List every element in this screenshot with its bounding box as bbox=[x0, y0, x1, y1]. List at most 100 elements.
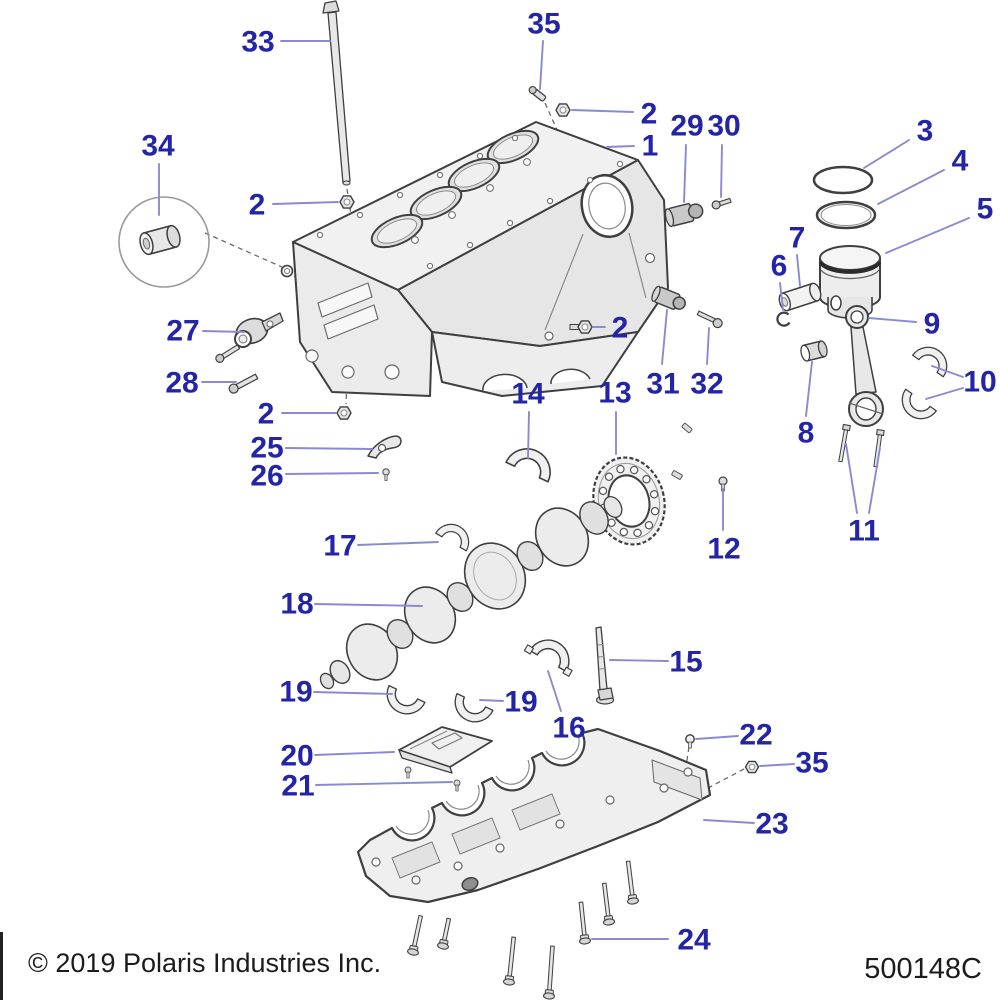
screw-21b bbox=[453, 779, 461, 792]
oil-nozzle-27 bbox=[215, 312, 284, 363]
callout-24: 24 bbox=[677, 924, 711, 957]
callout-10: 10 bbox=[963, 366, 996, 399]
thrust-bearing-16 bbox=[523, 631, 578, 677]
leader-line-1 bbox=[606, 145, 635, 148]
callout-23: 23 bbox=[755, 808, 788, 841]
callout-14: 14 bbox=[511, 378, 545, 411]
dowel-34-detail bbox=[118, 196, 294, 288]
piston-ring-4 bbox=[815, 200, 877, 230]
leader-line-32 bbox=[706, 327, 710, 365]
leader-lines bbox=[158, 40, 970, 940]
cylinder-block-drawing bbox=[292, 121, 669, 397]
leader-line-22 bbox=[695, 735, 739, 740]
page-edge-mark bbox=[0, 932, 3, 1000]
callout-2: 2 bbox=[249, 189, 266, 222]
leader-line-11 bbox=[845, 443, 858, 514]
callout-20: 20 bbox=[280, 740, 313, 773]
callout-30: 30 bbox=[707, 110, 740, 143]
callout-2: 2 bbox=[641, 98, 658, 131]
piston-5 bbox=[818, 245, 882, 319]
cylinder-bolt-33 bbox=[322, 0, 351, 186]
bolt-15 bbox=[595, 626, 615, 705]
leader-line-2 bbox=[571, 109, 634, 113]
leader-line-23 bbox=[703, 819, 755, 824]
sprocket-13 bbox=[592, 456, 666, 546]
leader-line-25 bbox=[285, 447, 373, 450]
rod-bearing-10b bbox=[894, 388, 937, 427]
main-bearing-19a bbox=[380, 684, 426, 721]
leader-line-20 bbox=[314, 751, 395, 756]
baffle-plate-20 bbox=[398, 726, 493, 774]
callout-18: 18 bbox=[280, 588, 313, 621]
leader-line-35 bbox=[539, 40, 544, 90]
clamp-25 bbox=[367, 435, 402, 459]
callout-19: 19 bbox=[279, 676, 312, 709]
leader-line-11 bbox=[868, 447, 881, 514]
callout-16: 16 bbox=[552, 712, 585, 745]
screw-26 bbox=[382, 468, 390, 481]
bolt-28 bbox=[228, 373, 259, 394]
leader-line-2 bbox=[272, 201, 339, 205]
crankshaft-18 bbox=[319, 496, 623, 690]
leader-line-26 bbox=[285, 472, 379, 475]
dowel-pin-small-a bbox=[681, 422, 693, 434]
leader-line-4 bbox=[877, 169, 945, 205]
nut-2-instances bbox=[336, 103, 593, 420]
crankcase-23 bbox=[356, 727, 712, 904]
callout-33: 33 bbox=[241, 26, 274, 59]
callout-6: 6 bbox=[771, 250, 788, 283]
callout-25: 25 bbox=[250, 432, 283, 465]
cylinder-bores bbox=[370, 129, 540, 249]
leader-line-19 bbox=[313, 691, 393, 695]
callout-9: 9 bbox=[924, 308, 941, 341]
dowel-pin-small-b bbox=[671, 470, 683, 480]
callout-21: 21 bbox=[281, 770, 314, 803]
leader-line-30 bbox=[720, 144, 723, 198]
callout-7: 7 bbox=[789, 222, 806, 255]
callout-4: 4 bbox=[952, 145, 969, 178]
sensor-31 bbox=[651, 285, 686, 310]
callout-35: 35 bbox=[527, 8, 560, 41]
leader-line-27 bbox=[202, 330, 245, 333]
sensor-29 bbox=[664, 203, 704, 228]
main-bearing-17 bbox=[435, 517, 476, 552]
leader-line-6 bbox=[779, 282, 784, 311]
leader-line-31 bbox=[661, 309, 668, 365]
stud-35 bbox=[528, 85, 547, 102]
leader-line-5 bbox=[885, 217, 970, 254]
callout-1: 1 bbox=[642, 130, 659, 163]
rod-bolts-11 bbox=[838, 423, 885, 468]
callout-2: 2 bbox=[258, 398, 275, 431]
rod-bushing-8 bbox=[800, 340, 828, 362]
crankcase-bolts-24 bbox=[407, 860, 640, 1000]
screw-21a bbox=[404, 766, 412, 779]
callout-13: 13 bbox=[598, 377, 631, 410]
leader-line-29 bbox=[683, 144, 687, 203]
callout-2: 2 bbox=[612, 312, 629, 345]
screw-12 bbox=[718, 476, 728, 492]
callout-35: 35 bbox=[795, 747, 828, 780]
callout-12: 12 bbox=[707, 533, 740, 566]
callout-29: 29 bbox=[670, 110, 703, 143]
callout-22: 22 bbox=[739, 719, 772, 752]
copyright-text: © 2019 Polaris Industries Inc. bbox=[28, 948, 381, 978]
leader-line-35 bbox=[759, 763, 795, 767]
callout-27: 27 bbox=[166, 315, 199, 348]
bolt-32 bbox=[696, 310, 723, 329]
rear-seal-opening bbox=[580, 173, 634, 239]
leader-line-18 bbox=[314, 603, 423, 607]
leader-line-15 bbox=[609, 659, 669, 662]
callout-11: 11 bbox=[848, 515, 880, 548]
pin-22 bbox=[685, 734, 695, 749]
main-bearing-14 bbox=[505, 440, 559, 483]
callout-32: 32 bbox=[690, 368, 723, 401]
leader-line-14 bbox=[527, 411, 530, 459]
part-number: 500148C bbox=[864, 953, 982, 985]
callout-5: 5 bbox=[977, 193, 994, 226]
leader-line-16 bbox=[547, 670, 562, 712]
leader-line-10 bbox=[931, 365, 964, 378]
callout-15: 15 bbox=[669, 646, 702, 679]
callout-31: 31 bbox=[646, 368, 679, 401]
leader-line-7 bbox=[796, 254, 801, 287]
